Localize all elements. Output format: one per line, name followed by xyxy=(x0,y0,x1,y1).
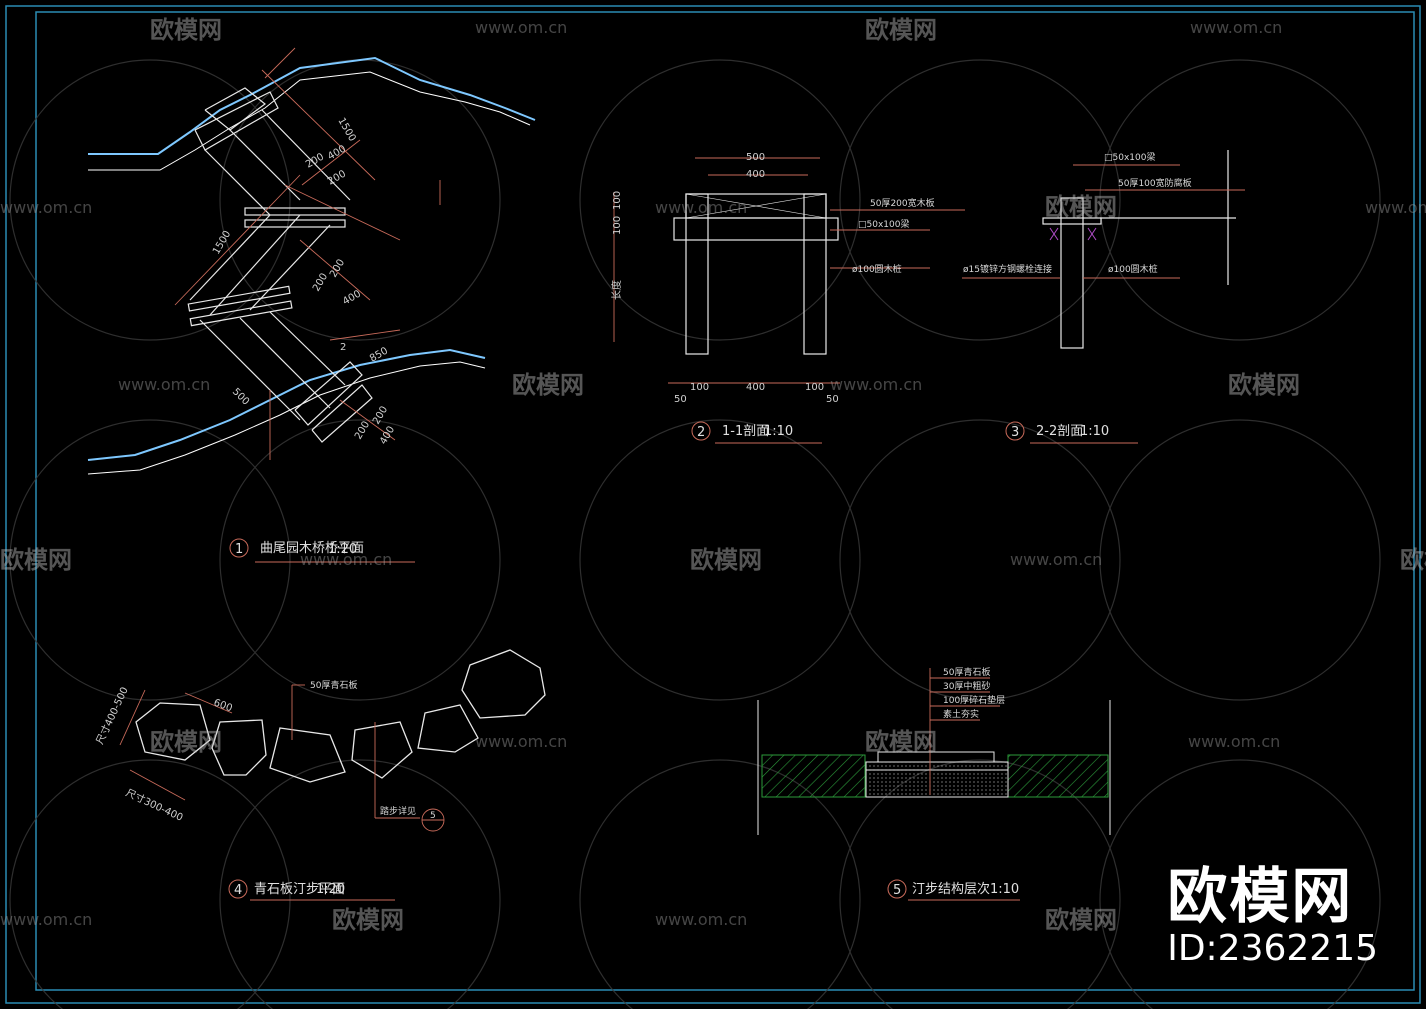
dim-text: 400 xyxy=(746,382,765,393)
svg-text:欧模网: 欧模网 xyxy=(150,728,222,756)
svg-text:欧模网: 欧模网 xyxy=(332,906,404,934)
dim-text: 50 xyxy=(674,394,687,405)
caption-3-title: 2-2剖面 xyxy=(1036,424,1083,439)
drawing-1-bridge-plan: 1500 400 200 200 1500 200 200 400 850 2 … xyxy=(87,47,536,563)
drawing-3-section: □50x100梁 50厚100宽防腐板 ø15镀锌方钢螺栓连接 ø100圆木桩 … xyxy=(962,150,1245,444)
caption-1-title: 曲尾园木桥桥平面 xyxy=(260,541,364,556)
caption-2-scale: 1:10 xyxy=(764,424,793,439)
dim-text: 100 xyxy=(612,216,623,235)
svg-text:欧模网: 欧模网 xyxy=(512,371,584,399)
dim-text: 600 xyxy=(212,697,234,714)
svg-text:欧模网: 欧模网 xyxy=(150,16,222,44)
label-text: 踏步详见 xyxy=(380,805,416,817)
dim-text: 400 xyxy=(378,424,397,446)
svg-text:www.om.cn: www.om.cn xyxy=(475,732,567,751)
dim-text: 100 xyxy=(805,382,824,393)
inner-frame xyxy=(35,11,1415,991)
svg-text:欧模网: 欧模网 xyxy=(690,546,762,574)
caption-1-scale: 1:20 xyxy=(328,542,357,557)
watermarks: 欧模网 www.om.cn 欧模网 www.om.cn www.om.cn ww… xyxy=(0,16,1426,934)
label-text: □50x100梁 xyxy=(1104,151,1155,163)
svg-text:欧模网: 欧模网 xyxy=(865,16,937,44)
layer-label: 素土夯实 xyxy=(943,708,979,720)
caption-2: 2 1-1剖面 1:10 xyxy=(691,421,822,444)
caption-3: 3 2-2剖面 1:10 xyxy=(1005,421,1138,444)
brand-logo: 欧模网 ID:2362215 xyxy=(1167,865,1378,969)
caption-5-title: 汀步结构层次1:10 xyxy=(912,881,1019,897)
outer-frame xyxy=(5,5,1421,1004)
drawing-2-section: 500 400 100 100 长度 100 400 100 50 50 50厚… xyxy=(610,152,965,444)
label-text: ø15镀锌方钢螺栓连接 xyxy=(963,263,1052,275)
dim-text: 500 xyxy=(230,386,251,407)
dim-text: 200 xyxy=(353,419,372,441)
caption-1: 1 曲尾园木桥桥平面 1:20 xyxy=(229,538,415,563)
dim-text: 200 xyxy=(328,257,347,279)
dim-text: 尺寸400-500 xyxy=(93,685,131,747)
svg-text:www.om.cn: www.om.cn xyxy=(1190,18,1282,37)
svg-text:欧模网: 欧模网 xyxy=(0,546,72,574)
dim-text: 200 xyxy=(326,169,348,188)
logo-id: ID:2362215 xyxy=(1167,928,1378,969)
dim-text: 50 xyxy=(826,394,839,405)
svg-text:www.om.cn: www.om.cn xyxy=(830,375,922,394)
svg-text:欧模网: 欧模网 xyxy=(1400,546,1426,574)
dim-text: 100 xyxy=(612,191,623,210)
label-text: 50厚青石板 xyxy=(310,679,357,691)
layer-label: 30厚中粗砂 xyxy=(943,680,990,692)
layer-label: 50厚青石板 xyxy=(943,666,990,678)
svg-text:www.om.cn: www.om.cn xyxy=(655,198,747,217)
svg-text:www.om.cn: www.om.cn xyxy=(1188,732,1280,751)
label-text: ø100圆木桩 xyxy=(1108,263,1158,275)
caption-3-scale: 1:10 xyxy=(1080,424,1109,439)
svg-text:www.om.cn: www.om.cn xyxy=(300,550,392,569)
dim-text: 1500 xyxy=(335,116,357,144)
dim-text: 500 xyxy=(746,152,765,163)
svg-text:4: 4 xyxy=(234,883,242,898)
dim-text: 100 xyxy=(690,382,709,393)
dim-text: 2 xyxy=(340,342,346,353)
dim-text: 长度 xyxy=(610,280,623,300)
svg-text:3: 3 xyxy=(1011,425,1019,440)
svg-text:欧模网: 欧模网 xyxy=(1045,193,1117,221)
label-text: ø100圆木桩 xyxy=(852,263,902,275)
logo-name: 欧模网 xyxy=(1167,862,1354,932)
water-edge xyxy=(87,56,536,475)
svg-text:www.om.cn: www.om.cn xyxy=(0,198,92,217)
dim-text: 400 xyxy=(326,144,348,163)
svg-text:www.om.cn: www.om.cn xyxy=(1010,550,1102,569)
dim-text: 尺寸300-400 xyxy=(124,786,186,824)
svg-text:欧模网: 欧模网 xyxy=(1228,371,1300,399)
drawing-5-step-structure: 50厚青石板 30厚中粗砂 100厚碎石垫层 素土夯实 5 汀步结构层次1:10 xyxy=(757,666,1111,901)
caption-4: 4 青石板汀步平面 1:20 xyxy=(228,879,395,901)
svg-text:www.om.cn: www.om.cn xyxy=(655,910,747,929)
svg-text:2: 2 xyxy=(697,425,705,440)
svg-text:www.om.cn: www.om.cn xyxy=(1365,198,1426,217)
svg-text:1: 1 xyxy=(235,542,243,557)
label-text: □50x100梁 xyxy=(858,218,909,230)
label-text: 50厚200宽木板 xyxy=(870,197,935,209)
svg-text:www.om.cn: www.om.cn xyxy=(118,375,210,394)
caption-5: 5 汀步结构层次1:10 xyxy=(887,879,1020,901)
svg-text:www.om.cn: www.om.cn xyxy=(0,910,92,929)
dim-text: 200 xyxy=(311,271,330,293)
label-text: 50厚100宽防腐板 xyxy=(1118,177,1192,189)
caption-2-title: 1-1剖面 xyxy=(722,424,769,439)
svg-text:欧模网: 欧模网 xyxy=(865,728,937,756)
label-text: 5 xyxy=(430,811,436,821)
caption-4-scale: 1:20 xyxy=(316,882,345,897)
svg-text:www.om.cn: www.om.cn xyxy=(475,18,567,37)
drawing-4-stepping-stones: 600 尺寸400-500 尺寸300-400 50厚青石板 踏步详见 5 4 … xyxy=(93,649,546,901)
caption-4-title: 青石板汀步平面 xyxy=(254,882,345,897)
layer-label: 100厚碎石垫层 xyxy=(943,694,1005,706)
svg-text:5: 5 xyxy=(893,883,901,898)
dim-text: 200 xyxy=(304,152,326,171)
svg-text:欧模网: 欧模网 xyxy=(1045,906,1117,934)
dim-text: 400 xyxy=(746,169,765,180)
